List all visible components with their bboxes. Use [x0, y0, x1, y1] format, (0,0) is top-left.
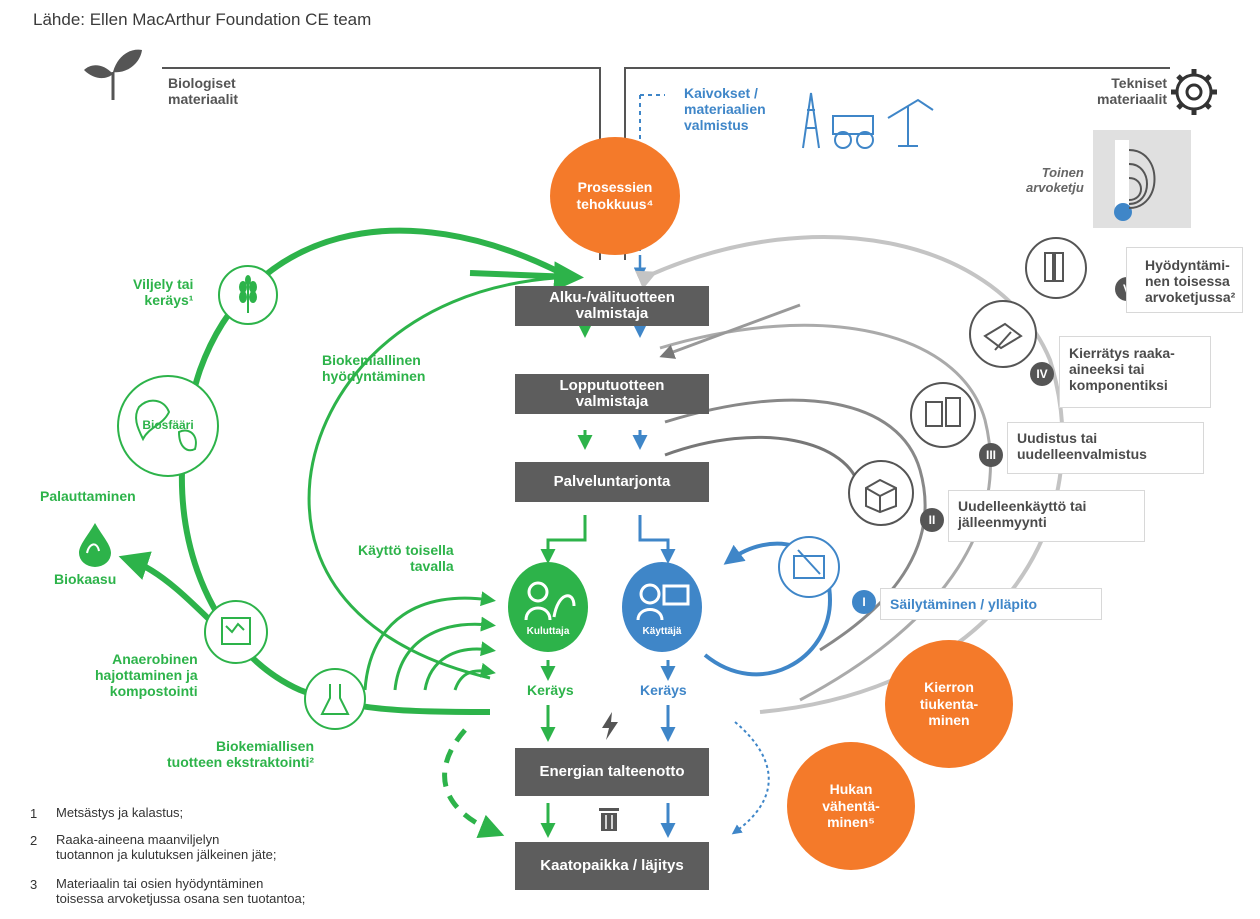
loop-iii-badge: III — [979, 443, 1003, 467]
footnote-1: Metsästys ja kalastus; — [56, 805, 184, 820]
collect-blue-label: Keräys — [640, 682, 687, 698]
box-service-provider: Palveluntarjonta — [515, 462, 709, 502]
globe-icon: Biosfääri — [117, 375, 219, 477]
loop-v-box — [1126, 247, 1243, 313]
biosphere-label: Biosfääri — [142, 418, 194, 432]
computer-icon — [910, 382, 976, 448]
restore-label: Palauttaminen — [40, 488, 136, 504]
biogas-label: Biokaasu — [54, 571, 117, 587]
loop-ii-badge: II — [920, 508, 944, 532]
source-label: Lähde: Ellen MacArthur Foundation CE tea… — [33, 10, 372, 29]
loop-i-label: Säilytäminen / ylläpito — [890, 596, 1038, 612]
gear-icon — [1171, 69, 1217, 115]
footnote-2-number: 2 — [30, 833, 38, 848]
user-icon: Käyttäjä — [622, 562, 702, 652]
box-energy-recovery: Energian talteenotto — [515, 748, 709, 796]
consumer-label: Kuluttaja — [526, 626, 570, 637]
loop-i-badge: I — [852, 590, 876, 614]
loop-ii-box — [948, 490, 1145, 542]
plant-icon — [84, 49, 142, 100]
footnote-3-number: 3 — [30, 877, 38, 892]
battery-icon — [1025, 237, 1087, 299]
collect-green-label: Keräys — [527, 682, 574, 698]
loop-iv-badge: IV — [1030, 362, 1054, 386]
droplet-icon — [79, 523, 111, 567]
box-icon — [848, 460, 914, 526]
box-landfill: Kaatopaikka / läjitys — [515, 842, 709, 890]
mining-truck-icon — [802, 92, 934, 149]
trash-icon — [599, 808, 619, 831]
wheat-icon — [218, 265, 278, 325]
loop-i-box — [880, 588, 1102, 620]
second-chain-icon — [1093, 130, 1191, 228]
loop-iii-box — [1007, 422, 1204, 474]
user-label: Käyttäjä — [642, 626, 682, 637]
recycle-icon — [969, 300, 1037, 368]
flask-icon — [304, 668, 366, 730]
tv-icon — [778, 536, 840, 598]
consumer-icon: Kuluttaja — [508, 562, 588, 652]
compost-icon — [204, 600, 268, 664]
loop-iv-box — [1059, 336, 1211, 408]
lightning-icon — [602, 712, 618, 740]
footnote-1-number: 1 — [30, 806, 38, 821]
